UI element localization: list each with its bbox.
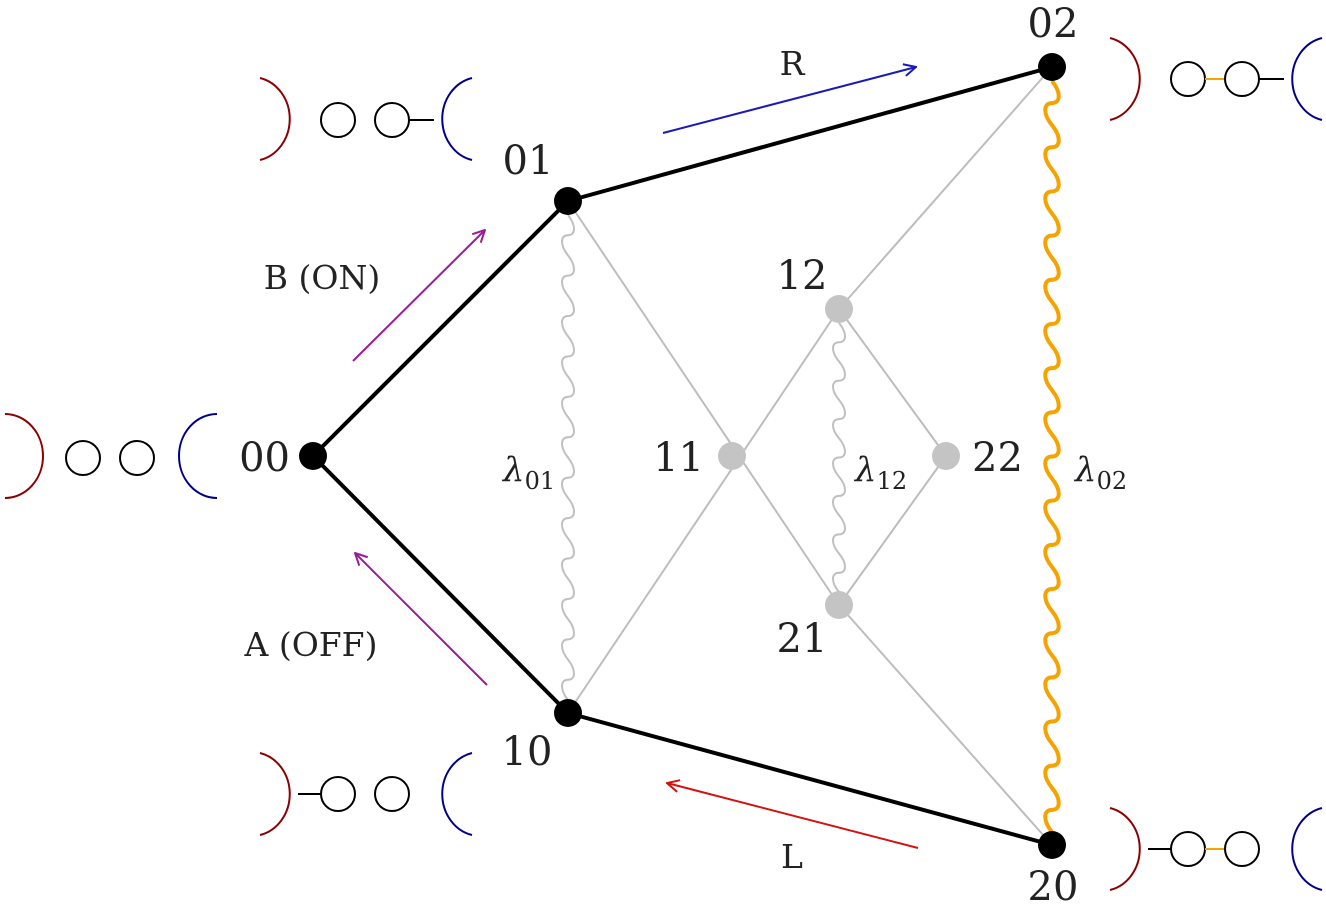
node-label-02: 02: [1028, 1, 1079, 47]
config-icon-10: [259, 752, 473, 836]
label-lambda-01: λ01: [501, 450, 555, 495]
edge-10-12: [567, 308, 840, 714]
inactive-edges: [567, 66, 1053, 846]
edge-12-02: [838, 66, 1053, 310]
dot-icon: [65, 440, 101, 476]
node-02: [1038, 53, 1066, 81]
node-22: [932, 442, 960, 470]
right-reservoir-icon: [441, 752, 473, 836]
config-icon-02: [1109, 37, 1323, 121]
dot-icon: [374, 102, 410, 138]
dot-icon: [1170, 61, 1206, 97]
label-a-off: A (OFF): [244, 625, 378, 664]
node-01: [554, 187, 582, 215]
node-label-20: 20: [1028, 864, 1079, 906]
label-r: R: [780, 44, 806, 83]
edge-21-20: [838, 604, 1053, 846]
right-reservoir-icon: [1291, 37, 1323, 121]
dot-icon: [374, 776, 410, 812]
arrow-r: [662, 67, 916, 134]
node-00: [299, 442, 327, 470]
arrow-b-on: [352, 230, 485, 362]
config-icon-01: [259, 77, 473, 161]
config-icon-00: [4, 413, 218, 499]
node-label-22: 22: [972, 435, 1023, 481]
node-11: [718, 442, 746, 470]
coupling-wave-02: [1043, 79, 1061, 834]
dot-icon: [320, 776, 356, 812]
node-label-21: 21: [777, 616, 828, 662]
coupling-wave-01: [561, 214, 575, 701]
node-12: [825, 295, 853, 323]
left-reservoir-icon: [4, 413, 44, 499]
arrow-a-off: [355, 553, 488, 686]
right-reservoir-icon: [441, 77, 473, 161]
dot-icon: [1224, 61, 1260, 97]
node-label-01: 01: [503, 138, 554, 184]
edge-00-01: [311, 199, 570, 458]
edge-10-20: [567, 711, 1053, 847]
left-reservoir-icon: [259, 77, 291, 161]
left-reservoir-icon: [1109, 807, 1141, 891]
edge-12-22: [838, 308, 947, 457]
label-lambda-02: λ02: [1073, 450, 1127, 495]
node-label-10: 10: [502, 729, 553, 775]
config-icon-20: [1109, 807, 1323, 891]
node-label-00: 00: [239, 435, 290, 481]
node-10: [554, 699, 582, 727]
active-edges: [311, 65, 1053, 847]
dot-icon: [1224, 831, 1260, 867]
left-reservoir-icon: [1109, 37, 1141, 121]
node-20: [1038, 831, 1066, 859]
dot-icon: [1170, 831, 1206, 867]
edge-00-10: [311, 454, 570, 715]
edge-01-21: [567, 200, 840, 606]
node-label-12: 12: [777, 253, 828, 299]
node-21: [825, 591, 853, 619]
dot-icon: [320, 102, 356, 138]
label-l: L: [781, 837, 803, 876]
coupling-wave-12: [832, 322, 846, 593]
right-reservoir-icon: [178, 413, 218, 499]
arrow-l: [667, 783, 919, 849]
edge-21-22: [838, 455, 947, 606]
left-reservoir-icon: [259, 752, 291, 836]
node-label-11: 11: [653, 435, 704, 481]
label-lambda-12: λ12: [853, 450, 907, 495]
edge-01-02: [567, 65, 1053, 203]
dot-icon: [119, 440, 155, 476]
right-reservoir-icon: [1291, 807, 1323, 891]
label-b-on: B (ON): [264, 258, 380, 297]
nodes: [299, 53, 1066, 859]
